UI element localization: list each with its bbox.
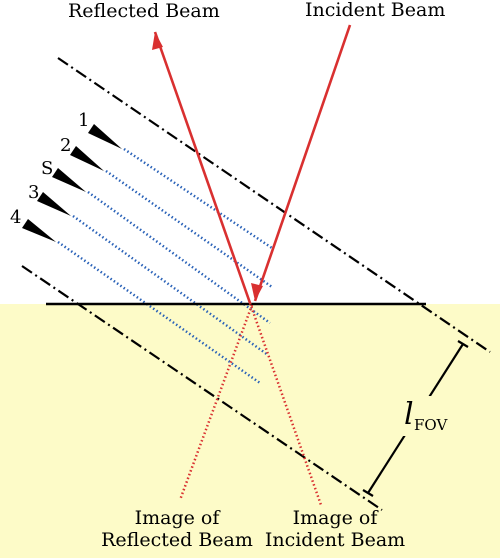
reflected-beam-label: Reflected Beam <box>68 0 220 22</box>
marker-label-4: 4 <box>10 207 21 228</box>
scan-line-2 <box>105 169 273 289</box>
fov-dimension-tick-bottom <box>362 489 374 497</box>
image-reflected-label-line1: Image of <box>135 507 222 529</box>
detector-marker-s <box>52 168 86 192</box>
fov-subscript: FOV <box>414 416 448 434</box>
reflected-beam <box>153 31 252 304</box>
image-reflected-label-line2: Reflected Beam <box>101 529 253 551</box>
marker-label-s: S <box>41 158 53 179</box>
incident-beam-label: Incident Beam <box>305 0 445 21</box>
marker-label-2: 2 <box>60 135 71 156</box>
image-incident-label-line1: Image of <box>293 507 380 529</box>
fov-boundary-lower <box>21 265 383 511</box>
scan-line-1 <box>123 147 273 250</box>
incident-beam <box>253 24 352 302</box>
marker-label-1: 1 <box>78 110 89 131</box>
detector-marker-4 <box>22 219 56 242</box>
fov-label-backdrop <box>400 396 456 436</box>
detector-marker-2 <box>70 146 104 171</box>
fov-dimension-tick-top <box>457 340 469 348</box>
incident-beam-arrowhead <box>251 283 263 301</box>
scan-line-4 <box>57 240 261 385</box>
fov-symbol: l <box>404 397 414 432</box>
detector-markers <box>22 124 122 242</box>
detector-marker-3 <box>37 192 71 216</box>
image-incident-label-line2: Incident Beam <box>265 529 405 551</box>
scan-line-s <box>87 190 271 325</box>
reflected-beam-arrowhead <box>152 32 163 50</box>
scan-lines <box>57 147 273 385</box>
marker-label-3: 3 <box>28 182 39 203</box>
image-of-reflected-beam-line <box>178 304 254 501</box>
detector-marker-1 <box>88 124 122 149</box>
